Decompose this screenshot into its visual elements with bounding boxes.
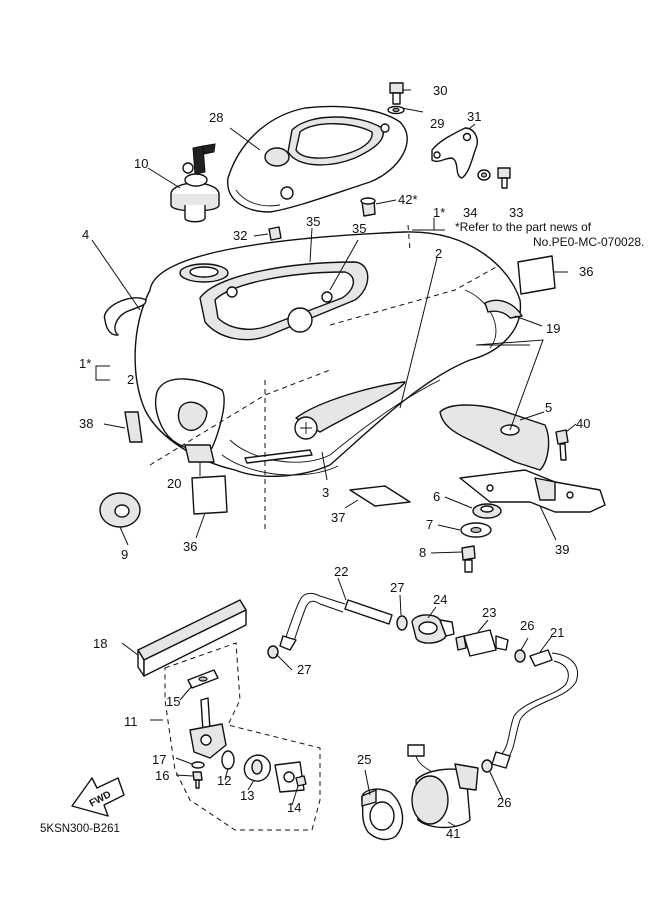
damper-19: [484, 299, 523, 319]
callout-2-top: 2: [435, 246, 442, 261]
bolt-40: [555, 429, 569, 461]
callout-36-right: 36: [579, 264, 593, 279]
bolt-8: [461, 545, 476, 573]
callout-7: 7: [426, 517, 433, 532]
plate-lever: [274, 761, 305, 793]
clip-27-lower: [267, 645, 279, 659]
callout-6: 6: [433, 489, 440, 504]
o-ring: [103, 297, 147, 336]
callout-18: 18: [93, 636, 107, 651]
screw-30: [389, 82, 404, 105]
callout-24: 24: [433, 592, 447, 607]
nut-6: [472, 503, 502, 519]
fuel-cock-assy-outline: [164, 642, 321, 831]
callout-13: 13: [240, 788, 254, 803]
note-line-2: No.PE0-MC-070028.: [533, 235, 644, 249]
callout-39: 39: [555, 542, 569, 557]
pump-bracket-25: [361, 788, 404, 841]
callout-31: 31: [467, 109, 481, 124]
grommet-9: [99, 492, 141, 528]
damper-20: [184, 444, 215, 463]
callout-27-lower: 27: [297, 662, 311, 677]
callout-36-left: 36: [183, 539, 197, 554]
tank-cover: [227, 105, 408, 213]
washer-34: [477, 169, 491, 181]
clip-26-upper: [514, 649, 526, 663]
callout-20: 20: [167, 476, 181, 491]
callout-26-lower: 26: [497, 795, 511, 810]
diagram-code: 5KSN300-B261: [40, 823, 120, 835]
note-line-1: *Refer to the part news of: [455, 220, 592, 234]
damper-18: [137, 599, 247, 677]
callout-41: 41: [446, 826, 460, 841]
fuel-hose-22: [279, 592, 393, 651]
joint-24: [411, 614, 455, 644]
fuel-pump-41: [407, 744, 479, 829]
callout-5: 5: [545, 400, 552, 415]
callout-12: 12: [217, 773, 231, 788]
pad-36-right: [517, 255, 556, 295]
damper-38: [124, 411, 143, 443]
callout-27-upper: 27: [390, 580, 404, 595]
callout-14: 14: [287, 800, 301, 815]
callout-8: 8: [419, 545, 426, 560]
gasket-15: [187, 669, 219, 689]
callout-35-left: 35: [306, 214, 320, 229]
callout-35-right: 35: [352, 221, 366, 236]
fuel-filter-23: [455, 629, 509, 657]
callout-30: 30: [433, 83, 447, 98]
fuel-cock-body: [189, 697, 227, 759]
washer-29: [387, 105, 405, 115]
leader-lines: [91, 89, 577, 827]
lever-13: [243, 754, 271, 782]
callout-23: 23: [482, 605, 496, 620]
callout-19: 19: [546, 321, 560, 336]
callout-33: 33: [509, 205, 523, 220]
washer-7: [460, 522, 492, 538]
callout-25: 25: [357, 752, 371, 767]
clip-27-upper: [396, 615, 408, 631]
callout-10: 10: [134, 156, 148, 171]
callout-21: 21: [550, 625, 564, 640]
callout-34: 34: [463, 205, 477, 220]
callout-40: 40: [576, 416, 590, 431]
callout-2-left: 2: [127, 372, 134, 387]
bolt-16: [192, 771, 203, 789]
callout-11: 11: [124, 714, 138, 729]
callout-28: 28: [209, 110, 223, 125]
callout-17: 17: [152, 752, 166, 767]
washer-17: [191, 761, 205, 769]
callout-26-upper: 26: [520, 618, 534, 633]
callout-29: 29: [430, 116, 444, 131]
bracket-39: [459, 469, 606, 513]
fuel-hose-21: [491, 649, 578, 769]
callout-numbers: 30 29 31 28 10 42* 34 33 1* 32 35 35 4 2…: [79, 83, 593, 841]
collar-42: [360, 197, 376, 217]
callout-1-star-left: 1*: [79, 356, 91, 371]
screw-33: [497, 167, 511, 189]
bracket-5: [439, 404, 550, 471]
callout-38: 38: [79, 416, 93, 431]
bracket-31: [431, 127, 478, 179]
fuel-tank: [134, 224, 522, 530]
pad-37: [349, 485, 411, 507]
callout-15: 15: [166, 694, 180, 709]
callout-1-star-top: 1*: [433, 205, 445, 220]
nut-32: [268, 226, 282, 241]
callout-32: 32: [233, 228, 247, 243]
callout-4: 4: [82, 227, 89, 242]
clip-26-lower: [481, 759, 493, 773]
callout-22: 22: [334, 564, 348, 579]
callout-9: 9: [121, 547, 128, 562]
fwd-arrow: FWD: [71, 777, 125, 817]
fuel-cap: [170, 143, 220, 223]
callout-37: 37: [331, 510, 345, 525]
o-ring-12: [221, 750, 235, 770]
callout-42: 42*: [398, 192, 418, 207]
callout-16: 16: [155, 768, 169, 783]
callout-3: 3: [322, 485, 329, 500]
screw-14: [295, 775, 307, 787]
pad-36-left: [191, 475, 228, 515]
